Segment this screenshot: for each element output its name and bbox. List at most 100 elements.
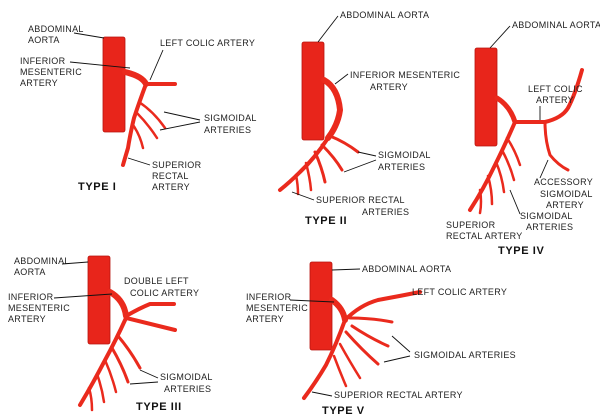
type4-aorta-leader: [490, 26, 510, 48]
type4-sigmoidal-label: ARTERIES: [526, 222, 573, 232]
type2-sigmoidal-label: ARTERIES: [378, 162, 425, 172]
type1-superior-rectal-leader: [128, 158, 150, 165]
type4-sigmoidal-artery: [480, 190, 481, 213]
type1-sigmoidal-artery: [133, 125, 143, 148]
type3-sigmoidal-artery: [97, 374, 104, 402]
type5-sigmoidal-artery: [340, 344, 360, 378]
type1-ima-label: INFERIOR: [20, 56, 66, 66]
panel-type-3: ABDOMINAL AORTA INFERIOR MESENTERIC ARTE…: [8, 256, 213, 413]
panel-type-1: ABDOMINAL AORTA INFERIOR MESENTERIC ARTE…: [20, 24, 257, 193]
type1-ima-trunk: [125, 72, 146, 84]
type1-aorta-label: AORTA: [28, 35, 60, 45]
panel-type-5: ABDOMINAL AORTA INFERIOR MESENTERIC ARTE…: [246, 262, 516, 417]
type4-aorta: [475, 48, 497, 146]
type4-sigmoidal-artery: [502, 150, 514, 180]
type3-ima-label: INFERIOR: [8, 292, 54, 302]
type5-left-colic-label: LEFT COLIC ARTERY: [412, 287, 507, 297]
type4-accessory-label: ARTERY: [546, 200, 584, 210]
type4-sigmoidal-artery: [496, 162, 504, 192]
type1-superior-rectal-label: SUPERIOR: [152, 160, 202, 170]
type3-sigmoidal-label: SIGMOIDAL: [160, 372, 213, 382]
type4-left-colic-label: LEFT COLIC: [528, 84, 583, 94]
type5-superior-rectal-label: SUPERIOR RECTAL ARTERY: [334, 390, 463, 400]
type4-sigmoidal-artery: [488, 176, 492, 204]
type4-accessory-sigmoidal-artery: [545, 122, 568, 170]
type2-sigmoidal-artery: [315, 152, 325, 182]
type5-left-colic-artery: [345, 292, 420, 320]
type2-title: TYPE II: [305, 215, 347, 227]
type5-sigmoidal-artery: [346, 332, 378, 364]
type1-sigmoidal-label: ARTERIES: [204, 125, 251, 135]
panel-type-4: ABDOMINAL AORTA LEFT COLIC ARTERY ACCESS…: [446, 20, 600, 257]
type3-aorta-label: AORTA: [14, 267, 46, 277]
type2-aorta-label: ABDOMINAL AORTA: [340, 10, 429, 20]
type1-left-colic-label: LEFT COLIC ARTERY: [160, 38, 255, 48]
type2-superior-rectal-leader: [292, 192, 314, 200]
type5-ima-label: MESENTERIC: [246, 303, 308, 313]
type5-sigmoidal-artery: [334, 356, 346, 386]
type1-superior-rectal-artery: [123, 84, 146, 165]
type2-ima-leader: [335, 74, 348, 84]
type2-superior-rectal-label: SUPERIOR RECTAL: [316, 195, 405, 205]
type3-ima-trunk: [110, 292, 126, 316]
type1-superior-rectal-label: RECTAL: [152, 171, 189, 181]
type4-superior-rectal-label: RECTAL ARTERY: [446, 231, 523, 241]
type5-sigmoidal-label: SIGMOIDAL ARTERIES: [414, 350, 516, 360]
type1-superior-rectal-label: ARTERY: [152, 182, 190, 192]
type4-accessory-label: ACCESSORY: [534, 177, 593, 187]
type3-left-colic-artery: [126, 304, 174, 316]
type2-aorta: [302, 42, 324, 140]
type3-left-colic-artery: [126, 318, 175, 330]
type4-ima-trunk: [497, 98, 515, 122]
type2-sigmoidal-artery: [306, 163, 311, 190]
type1-sigmoidal-label: SIGMOIDAL: [204, 113, 257, 123]
type2-ima-trunk: [324, 80, 340, 138]
type3-double-left-colic-label: DOUBLE LEFT: [124, 276, 189, 286]
type4-superior-rectal-label: SUPERIOR: [446, 220, 496, 230]
type4-accessory-label: SIGMOIDAL: [540, 189, 593, 199]
type4-sigmoidal-leader: [510, 190, 520, 214]
type1-ima-label: ARTERY: [20, 78, 58, 88]
type5-aorta-leader: [332, 269, 360, 270]
type1-title: TYPE I: [78, 181, 116, 193]
type2-sigmoidal-label: SIGMOIDAL: [378, 150, 431, 160]
type2-sigmoidal-artery: [330, 136, 358, 152]
type5-ima-trunk: [332, 300, 345, 320]
type4-sigmoidal-label: SIGMOIDAL: [520, 211, 573, 221]
type1-sigmoidal-artery: [139, 102, 165, 128]
type5-ima-label: ARTERY: [246, 314, 284, 324]
type3-double-left-colic-label: COLIC ARTERY: [130, 288, 199, 298]
type2-sigmoidal-leader: [344, 152, 376, 172]
type2-superior-rectal-label: ARTERIES: [362, 207, 409, 217]
type3-sigmoidal-label: ARTERIES: [164, 384, 211, 394]
type3-sigmoidal-artery: [89, 388, 92, 410]
type2-ima-label: INFERIOR MESENTERIC: [350, 70, 460, 80]
type4-accessory-leader: [540, 160, 548, 178]
type2-sigmoidal-artery: [296, 175, 298, 194]
type1-aorta-label: ABDOMINAL: [28, 24, 84, 34]
type4-aorta-label: ABDOMINAL AORTA: [512, 20, 600, 30]
type3-sigmoidal-leader: [130, 370, 158, 384]
type2-aorta-leader: [318, 16, 338, 42]
type1-aorta-leader: [74, 33, 104, 38]
type5-superior-rectal-leader: [312, 392, 332, 396]
type1-aorta: [103, 37, 125, 132]
type1-ima-label: MESENTERIC: [20, 67, 82, 77]
type3-sigmoidal-artery: [112, 348, 128, 382]
type3-title: TYPE III: [136, 401, 182, 413]
type5-ima-label: INFERIOR: [246, 292, 292, 302]
type5-aorta: [310, 262, 332, 350]
type1-left-colic-leader: [150, 50, 163, 80]
type2-sigmoidal-artery: [322, 145, 342, 170]
type2-ima-label: ARTERY: [370, 82, 408, 92]
type5-sigmoidal-artery: [350, 318, 392, 322]
type3-ima-label: MESENTERIC: [8, 303, 70, 313]
type5-sigmoidal-leader: [384, 336, 410, 362]
type5-aorta-label: ABDOMINAL AORTA: [362, 264, 451, 274]
type3-aorta: [88, 256, 110, 344]
type5-title: TYPE V: [322, 405, 365, 417]
panel-type-2: ABDOMINAL AORTA INFERIOR MESENTERIC ARTE…: [280, 10, 460, 227]
type3-ima-label: ARTERY: [8, 314, 46, 324]
type3-aorta-label: ABDOMINAL: [14, 256, 70, 266]
